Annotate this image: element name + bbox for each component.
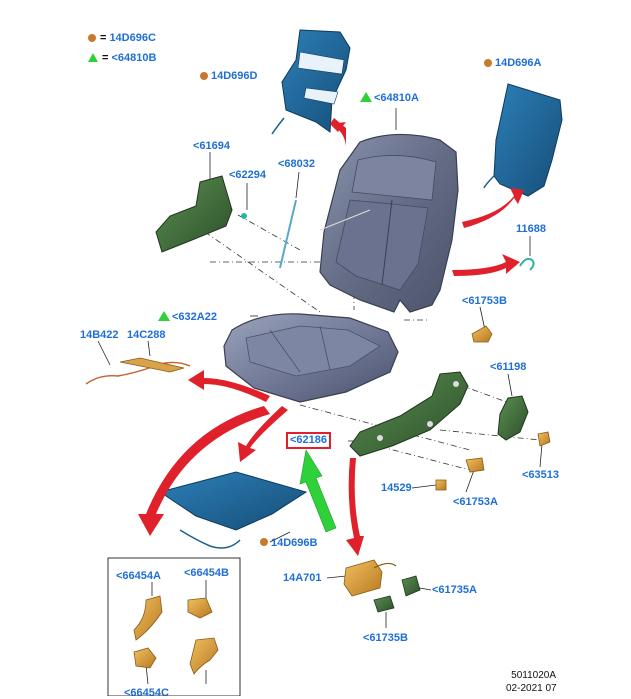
back-panel-14D696A — [483, 83, 563, 197]
label-63513[interactable]: <63513 — [522, 469, 560, 481]
label-14D696B[interactable]: 14D696B — [271, 537, 318, 549]
harness-66454A — [133, 595, 163, 641]
back-panel-14D696D — [271, 29, 351, 135]
label-66454B[interactable]: <66454B — [184, 567, 229, 579]
wire-harness-14B422 — [85, 357, 191, 385]
part-61753A — [465, 457, 485, 473]
part-61735B — [373, 595, 395, 613]
seat-back-foam — [319, 133, 459, 313]
harness-66454D — [189, 637, 219, 675]
legend-equals: = — [100, 32, 107, 44]
diagram-id: 5011020A — [511, 670, 556, 681]
label-61753B[interactable]: <61753B — [462, 295, 507, 307]
legend-triangle-label: <64810B — [111, 52, 157, 64]
part-61735A — [401, 575, 421, 597]
dot-marker-14D696B — [260, 538, 268, 546]
triangle-marker-64810A — [360, 92, 372, 102]
legend-dot-label: 14D696C — [109, 32, 156, 44]
dot-marker-14D696D — [200, 72, 208, 80]
clip-11688 — [519, 257, 535, 271]
triangle-marker-632A22 — [158, 311, 170, 321]
harness-66454B — [187, 597, 213, 619]
label-14D696D[interactable]: 14D696D — [211, 70, 258, 82]
green-pointer-arrow — [299, 449, 337, 533]
part-63513 — [537, 431, 551, 447]
dot-legend-icon — [88, 34, 96, 42]
triangle-legend-icon — [88, 53, 98, 62]
label-61753A[interactable]: <61753A — [453, 496, 498, 508]
label-61694[interactable]: <61694 — [193, 140, 231, 152]
module-14A701 — [343, 559, 397, 597]
side-bracket-61694 — [155, 175, 247, 253]
label-64810A[interactable]: <64810A — [374, 92, 419, 104]
label-61735B[interactable]: <61735B — [363, 632, 408, 644]
part-61753B — [471, 325, 493, 343]
red-arrows — [138, 118, 524, 556]
label-14A701[interactable]: 14A701 — [283, 572, 322, 584]
harness-66454C — [133, 647, 157, 669]
label-62186[interactable]: <62186 — [285, 432, 332, 449]
legend-triangle-row: =<64810B — [88, 52, 156, 64]
cover-61198 — [497, 395, 529, 441]
label-61735A[interactable]: <61735A — [432, 584, 477, 596]
label-14C288[interactable]: 14C288 — [127, 329, 166, 341]
part-14529 — [435, 479, 447, 491]
diagram-date: 02-2021 07 — [506, 682, 557, 694]
side-bracket-62186 — [349, 371, 469, 457]
label-14529[interactable]: 14529 — [381, 482, 412, 494]
label-62294[interactable]: <62294 — [229, 169, 267, 181]
label-14D696A[interactable]: 14D696A — [495, 57, 542, 69]
label-66454A[interactable]: <66454A — [116, 570, 161, 582]
label-14B422[interactable]: 14B422 — [80, 329, 119, 341]
bottom-panel-14D696B — [158, 471, 308, 549]
label-11688[interactable]: 11688 — [516, 223, 546, 235]
label-632A22[interactable]: <632A22 — [172, 311, 217, 323]
rod-68032 — [279, 199, 297, 269]
seat-cushion-foam — [223, 313, 399, 403]
dot-marker-14D696A — [484, 59, 492, 67]
label-66454C[interactable]: <66454C — [124, 687, 169, 699]
inset-box-66454 — [107, 557, 241, 696]
label-61198[interactable]: <61198 — [490, 361, 527, 373]
legend-dot-row: =14D696C — [88, 32, 156, 44]
diagram-reference: 5011020A 02-2021 07 — [506, 670, 557, 695]
legend-equals: = — [102, 52, 109, 64]
label-68032[interactable]: <68032 — [278, 158, 316, 170]
